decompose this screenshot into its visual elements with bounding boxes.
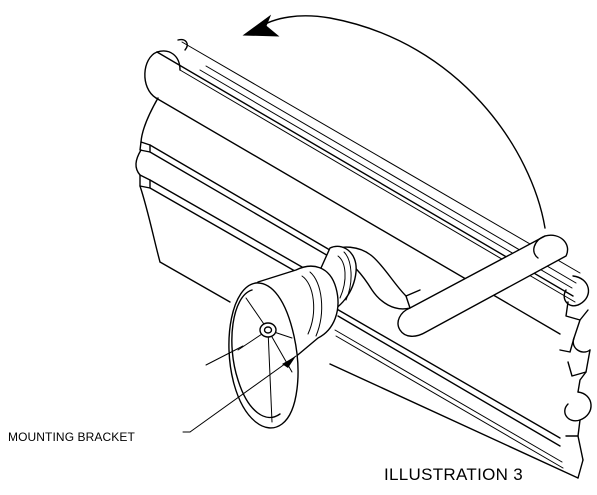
crank-handle [329, 234, 569, 337]
mounting-bracket-label: MOUNTING BRACKET [8, 430, 135, 444]
rotation-arrow [242, 14, 546, 229]
leader-lines [182, 345, 297, 433]
extrusion-end-profile [559, 275, 592, 461]
illustration-caption: ILLUSTRATION 3 [384, 465, 523, 484]
rail-extrusion [135, 38, 584, 479]
